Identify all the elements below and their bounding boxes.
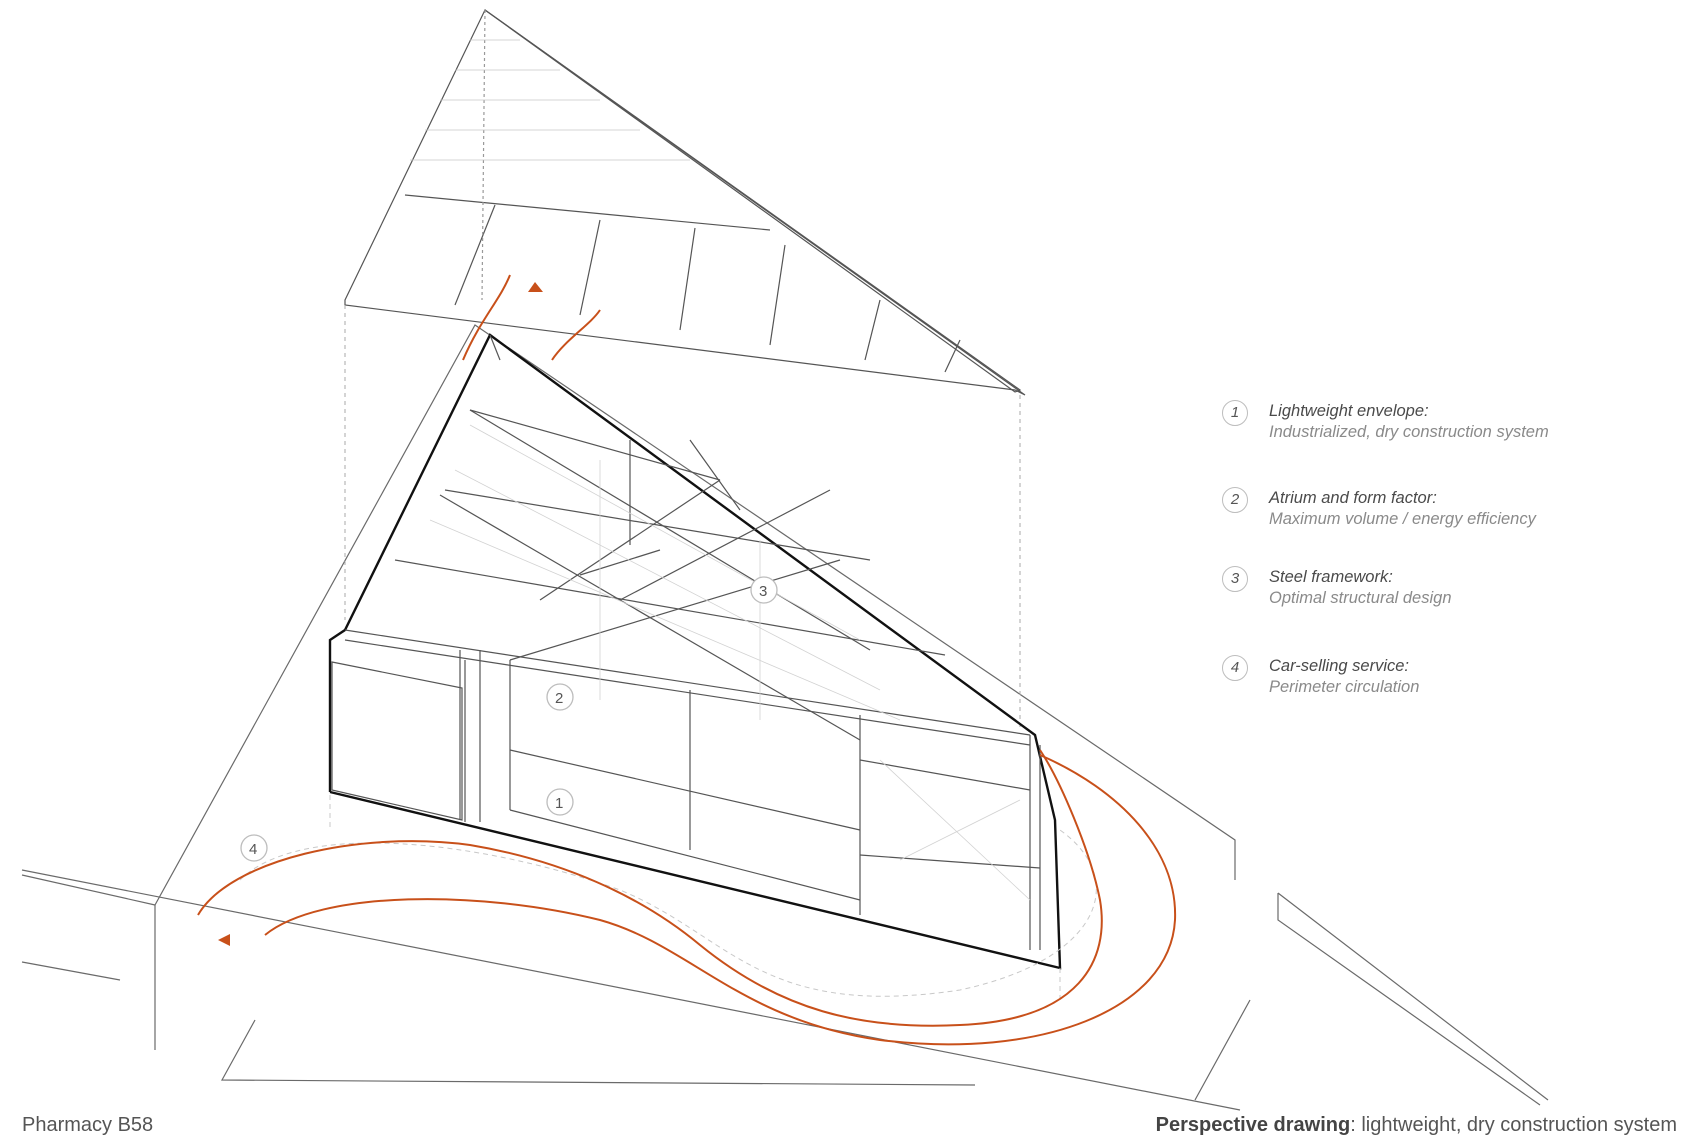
- steel-framework: [344, 334, 1041, 950]
- callout-3: 3: [750, 576, 778, 604]
- project-name: Pharmacy B58: [22, 1114, 154, 1136]
- legend-item-4: 4 Car-selling service: Perimeter circula…: [1222, 655, 1642, 715]
- legend-item-2: 2 Atrium and form factor: Maximum volume…: [1222, 487, 1642, 547]
- callout-4: 4: [240, 834, 268, 862]
- legend-title: Steel framework:: [1269, 568, 1393, 586]
- legend-title: Car-selling service:: [1269, 657, 1409, 675]
- building-outline: [328, 333, 1062, 970]
- legend-title: Lightweight envelope:: [1269, 402, 1429, 420]
- callout-label: 4: [249, 841, 257, 858]
- street-lines: [21, 324, 1549, 1111]
- legend-title: Atrium and form factor:: [1269, 489, 1437, 507]
- legend-number: 1: [1222, 400, 1248, 426]
- legend-number: 2: [1222, 487, 1248, 513]
- direction-arrow-icon: [218, 282, 543, 946]
- drawing-caption: Perspective drawing: lightweight, dry co…: [1156, 1114, 1677, 1137]
- legend-description: Maximum volume / energy efficiency: [1269, 510, 1536, 528]
- callout-1: 1: [546, 788, 574, 816]
- callout-label: 3: [759, 583, 767, 600]
- glazing-lines: [429, 424, 1031, 901]
- legend-item-3: 3 Steel framework: Optimal structural de…: [1222, 566, 1642, 626]
- legend-number: 3: [1222, 566, 1248, 592]
- legend-description: Perimeter circulation: [1269, 678, 1420, 696]
- projection-lines: [344, 305, 1021, 730]
- facade-panels: [331, 660, 466, 822]
- legend-item-1: 1 Lightweight envelope: Industrialized, …: [1222, 400, 1642, 460]
- callout-label: 2: [555, 690, 563, 707]
- caption-bold: Perspective drawing: [1155, 1114, 1351, 1136]
- legend-description: Industrialized, dry construction system: [1269, 423, 1549, 441]
- ground-dashed-guide: [239, 795, 1097, 1000]
- circulation-path: [197, 274, 1177, 1046]
- legend-number: 4: [1222, 655, 1248, 681]
- caption-rest: : lightweight, dry construction system: [1350, 1114, 1677, 1136]
- callout-2: 2: [546, 683, 574, 711]
- roof-cladding-lines: [410, 39, 690, 161]
- roof-panel: [344, 9, 1026, 396]
- legend-description: Optimal structural design: [1269, 589, 1452, 607]
- callout-label: 1: [555, 795, 563, 812]
